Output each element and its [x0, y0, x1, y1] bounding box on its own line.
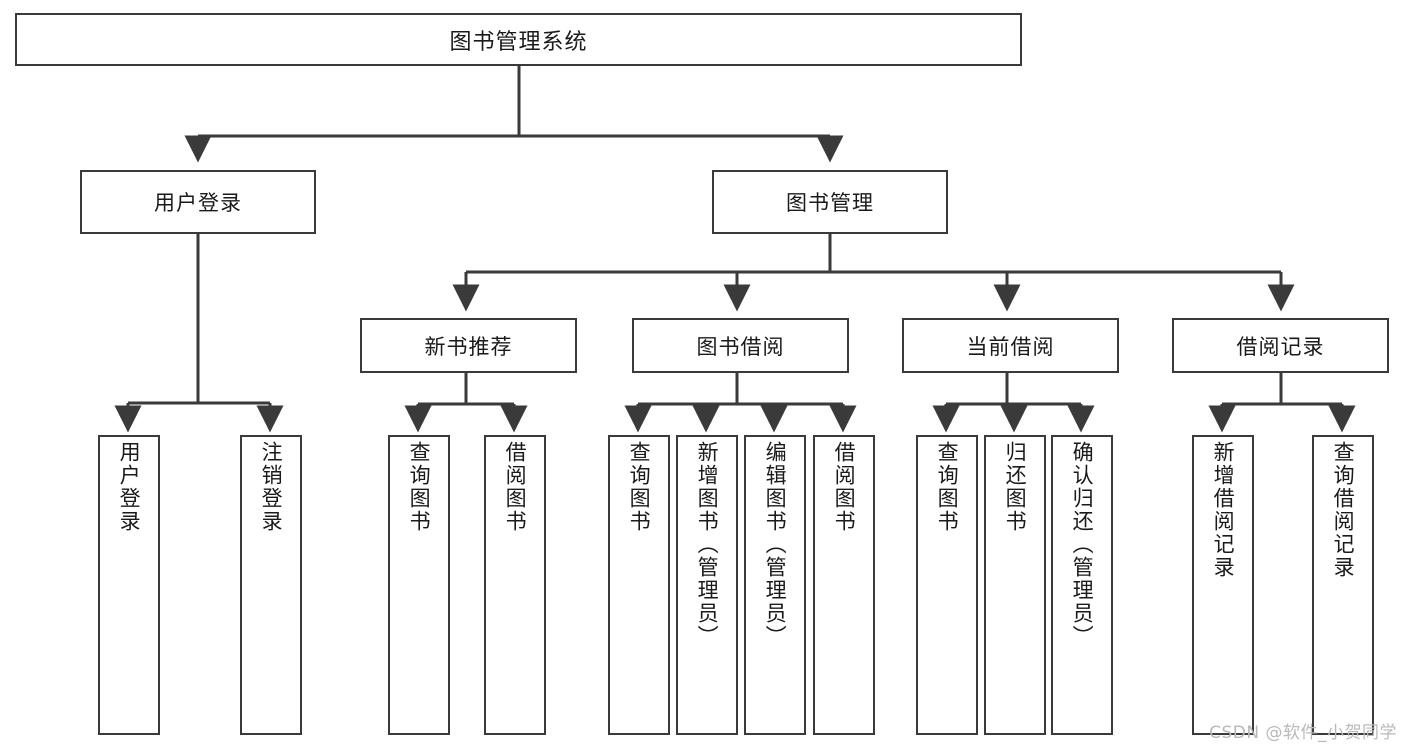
- node-label: 查询图书: [407, 441, 432, 533]
- node-borrow-records[interactable]: 借阅记录: [1172, 318, 1389, 373]
- node-label: 图书管理: [786, 191, 874, 215]
- node-label: 归还图书: [1003, 441, 1028, 533]
- leaf-borrow-records-add[interactable]: 新增借阅记录: [1192, 435, 1254, 735]
- node-new-book-recommend[interactable]: 新书推荐: [360, 318, 577, 373]
- node-label: 借阅记录: [1236, 334, 1325, 359]
- node-label: 新书推荐: [424, 334, 513, 359]
- node-label: 注销登录: [259, 441, 284, 533]
- node-book-management[interactable]: 图书管理: [712, 170, 948, 234]
- node-label: 新增图书（管理员）: [695, 441, 720, 648]
- node-label: 查询图书: [627, 441, 652, 533]
- node-label: 用户登录: [117, 441, 142, 533]
- leaf-current-borrow-confirm-return[interactable]: 确认归还（管理员）: [1051, 435, 1113, 735]
- node-label: 查询借阅记录: [1331, 441, 1356, 579]
- node-label: 借阅图书: [503, 441, 528, 533]
- node-label: 确认归还（管理员）: [1070, 441, 1095, 648]
- node-label: 编辑图书（管理员）: [763, 441, 788, 648]
- node-user-login[interactable]: 用户登录: [80, 170, 316, 234]
- node-label: 图书借阅: [696, 334, 785, 359]
- leaf-user-login-logout[interactable]: 注销登录: [240, 435, 302, 735]
- leaf-book-borrow-query[interactable]: 查询图书: [608, 435, 670, 735]
- node-label: 借阅图书: [832, 441, 857, 533]
- node-label: 用户登录: [154, 191, 242, 215]
- node-book-borrow[interactable]: 图书借阅: [632, 318, 849, 373]
- leaf-new-books-borrow[interactable]: 借阅图书: [484, 435, 546, 735]
- node-label: 图书管理系统: [449, 29, 588, 55]
- leaf-current-borrow-return[interactable]: 归还图书: [984, 435, 1046, 735]
- leaf-book-borrow-edit[interactable]: 编辑图书（管理员）: [744, 435, 806, 735]
- node-root-system[interactable]: 图书管理系统: [15, 13, 1022, 66]
- leaf-new-books-query[interactable]: 查询图书: [388, 435, 450, 735]
- leaf-user-login-login[interactable]: 用户登录: [98, 435, 160, 735]
- leaf-borrow-records-query[interactable]: 查询借阅记录: [1312, 435, 1374, 735]
- leaf-current-borrow-query[interactable]: 查询图书: [916, 435, 978, 735]
- node-label: 查询图书: [935, 441, 960, 533]
- csdn-watermark: CSDN @软件_小贺同学: [1209, 723, 1397, 743]
- leaf-book-borrow-add[interactable]: 新增图书（管理员）: [676, 435, 738, 735]
- node-label: 当前借阅: [966, 334, 1055, 359]
- node-current-borrow[interactable]: 当前借阅: [902, 318, 1119, 373]
- node-label: 新增借阅记录: [1211, 441, 1236, 579]
- leaf-book-borrow-borrow[interactable]: 借阅图书: [813, 435, 875, 735]
